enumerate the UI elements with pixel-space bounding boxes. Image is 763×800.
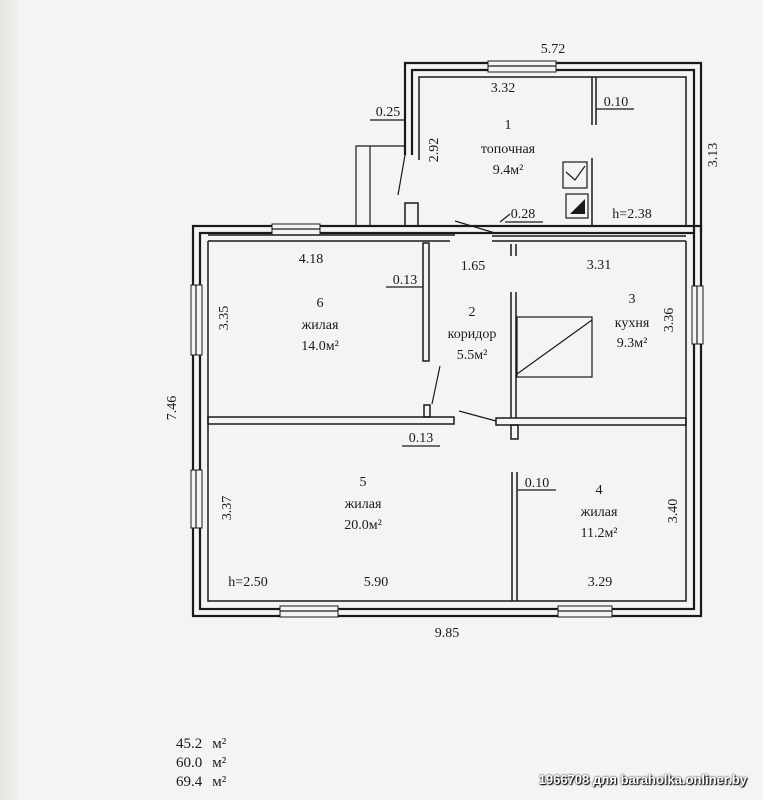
stove	[562, 161, 588, 189]
dim-room1-height: 2.92	[427, 138, 442, 163]
entry-wall-stub	[404, 202, 419, 227]
total-unit: м²	[212, 774, 227, 790]
area-totals: 45.2 м² 60.0 м² 69.4 м²	[176, 735, 226, 792]
door-room5	[458, 410, 497, 422]
total-value: 69.4	[176, 774, 203, 790]
entry-door-swing	[397, 154, 406, 196]
total-row: 69.4 м²	[176, 773, 226, 792]
dim-wall-010-mid: 0.10	[525, 476, 550, 491]
dim-wall-010-top: 0.10	[604, 95, 629, 110]
dim-room3-side: 3.36	[662, 308, 677, 333]
dim-room6-side: 3.35	[217, 306, 232, 331]
room3-name: кухня	[615, 316, 650, 331]
dim-height-250: h=2.50	[228, 575, 267, 590]
watermark: 1966708 для baraholka.onliner.by	[538, 772, 747, 787]
room5-number: 5	[360, 475, 367, 490]
porch-outline	[355, 145, 405, 226]
total-row: 45.2 м²	[176, 735, 226, 754]
room1-name: топочная	[481, 142, 536, 157]
room6-number: 6	[317, 296, 324, 311]
room2-number: 2	[469, 305, 476, 320]
dim-wall-013-top: 0.13	[393, 273, 418, 288]
dim-overall-width: 9.85	[435, 626, 460, 641]
door-room6	[431, 365, 441, 405]
boiler-symbol	[570, 199, 585, 214]
extension-outer	[403, 61, 703, 233]
partition-room6-corridor	[422, 242, 430, 362]
dim-overall-height: 7.46	[165, 396, 180, 421]
dim-wall-028: 0.28	[511, 207, 536, 222]
dim-room1-side: 3.13	[706, 143, 721, 168]
total-value: 45.2	[176, 736, 203, 752]
dim-room4-bottom: 3.29	[588, 575, 613, 590]
outer-wall-mid-line	[198, 231, 696, 611]
room1-door-swing	[454, 220, 496, 234]
dim-wall-025: 0.25	[376, 105, 401, 120]
room2-name: коридор	[448, 327, 497, 342]
room1-number: 1	[505, 118, 512, 133]
dim-height-238: h=2.38	[612, 207, 651, 222]
partition-row-left	[207, 416, 455, 425]
room1-area: 9.4м²	[493, 163, 524, 178]
dim-room5-bottom: 5.90	[364, 575, 389, 590]
dim-room4-side: 3.40	[666, 499, 681, 524]
dim-top-total: 5.72	[541, 42, 566, 57]
dimension-labels: 5.72 3.32 3.13 2.92 0.25 0.10 0.28 h=2.3…	[165, 42, 721, 641]
room5-name: жилая	[344, 497, 382, 512]
room5-area: 20.0м²	[344, 518, 382, 533]
dim-room3-top: 3.31	[587, 258, 612, 273]
windows	[190, 223, 704, 618]
total-unit: м²	[212, 736, 227, 752]
staircase	[516, 316, 593, 378]
dim-room6-top: 4.18	[299, 252, 324, 267]
outer-wall-inner-line	[207, 241, 687, 602]
extension-inner	[418, 76, 687, 226]
dimension-lines	[370, 108, 634, 491]
paper-edge	[0, 0, 18, 800]
boiler	[565, 193, 589, 219]
interior-walls	[207, 234, 687, 601]
room4-number: 4	[596, 483, 603, 498]
outer-wall-outer-line	[191, 224, 703, 618]
total-value: 60.0	[176, 755, 203, 771]
dim-room5-side: 3.37	[220, 496, 235, 521]
room6-area: 14.0м²	[301, 339, 339, 354]
stove-symbol	[565, 165, 586, 181]
room-labels: 1 топочная 9.4м² 2 коридор 5.5м² 3 кухня…	[301, 118, 650, 541]
room1-tick	[499, 213, 511, 223]
partition-row-right	[495, 417, 687, 426]
dim-wall-013-mid: 0.13	[409, 431, 434, 446]
total-row: 60.0 м²	[176, 754, 226, 773]
room4-name: жилая	[580, 505, 618, 520]
room2-area: 5.5м²	[457, 348, 488, 363]
outer-walls	[191, 224, 703, 618]
room4-area: 11.2м²	[580, 526, 617, 541]
dim-corridor-165: 1.65	[461, 259, 486, 274]
room3-area: 9.3м²	[617, 336, 648, 351]
room6-name: жилая	[301, 318, 339, 333]
room3-number: 3	[629, 292, 636, 307]
total-unit: м²	[212, 755, 227, 771]
dim-room1-top: 3.32	[491, 81, 516, 96]
